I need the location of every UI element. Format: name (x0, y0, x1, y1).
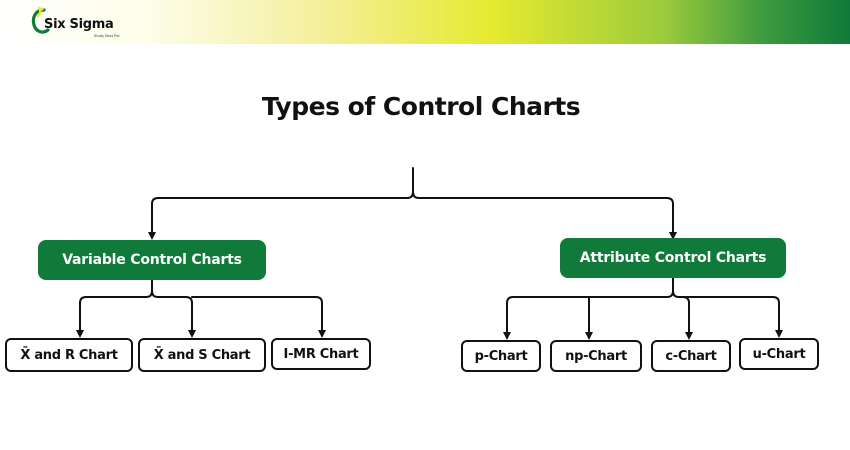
p-chart-node: p-Chart (461, 340, 541, 372)
imr-chart-node: I-MR Chart (271, 338, 371, 370)
variable-stem (76, 279, 153, 338)
logo-wordmark: Six Sigma (44, 17, 114, 32)
diagram-title: Types of Control Charts (261, 92, 581, 121)
header-banner (0, 0, 850, 44)
attribute-control-charts-node: Attribute Control Charts (560, 238, 786, 278)
xbar-s-chart-node: X̄ and S Chart (138, 338, 266, 372)
root-branch-right (412, 191, 677, 240)
logo-mark-icon (31, 6, 50, 34)
xbar-r-chart-node: X̄ and R Chart (5, 338, 133, 372)
variable-control-charts-node: Variable Control Charts (38, 240, 266, 280)
logo-tagline: Study Best Pvt (94, 34, 120, 38)
variable-to-imr (191, 296, 326, 338)
six-sigma-logo: Six Sigma Study Best Pvt (30, 6, 130, 40)
u-chart-node: u-Chart (739, 338, 819, 370)
variable-to-xs (151, 290, 196, 338)
attribute-to-u (682, 296, 783, 338)
root-stem (148, 167, 414, 240)
np-chart-node: np-Chart (550, 340, 642, 372)
c-chart-node: c-Chart (651, 340, 731, 372)
